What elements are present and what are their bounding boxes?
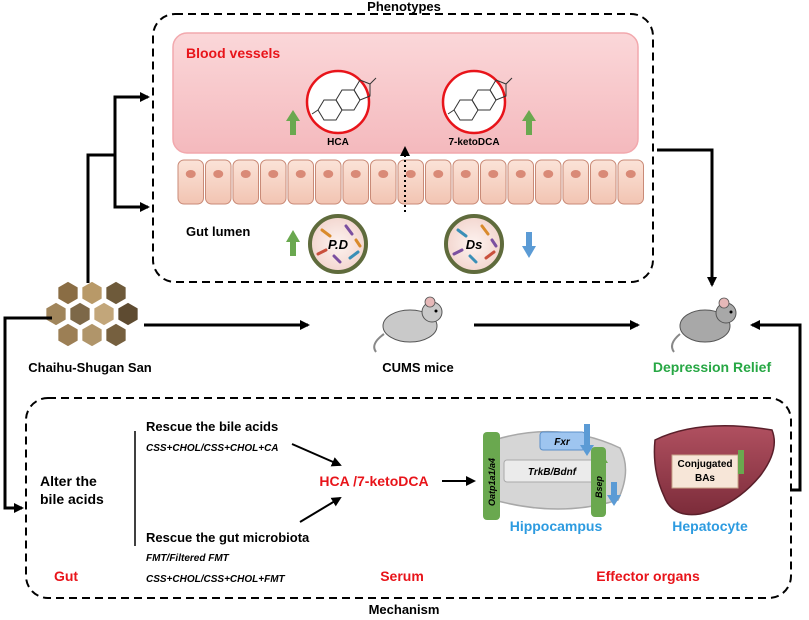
cell-nucleus xyxy=(433,170,444,178)
cell-nucleus xyxy=(625,170,636,178)
gut-lumen-label: Gut lumen xyxy=(186,224,250,239)
rescue-gm-sub1: FMT/Filtered FMT xyxy=(146,553,230,564)
cell-nucleus xyxy=(213,170,224,178)
phenotypes-title: Phenotypes xyxy=(367,0,441,14)
epithelial-cell xyxy=(232,159,259,205)
herb-hexagon xyxy=(104,322,128,348)
herb-hexagon xyxy=(68,301,92,327)
rescue-ba-sub: CSS+CHOL/CSS+CHOL+CA xyxy=(146,443,279,454)
herb-hexagon xyxy=(44,301,68,327)
bsep-label: Bsep xyxy=(594,475,604,498)
epithelial-cell xyxy=(397,159,424,205)
conjugated-label-line2: BAs xyxy=(695,473,715,484)
cell-nucleus xyxy=(350,170,361,178)
epithelial-cell xyxy=(287,159,314,205)
hepatocyte-label: Hepatocyte xyxy=(672,518,748,534)
cums-mouse-icon xyxy=(373,296,443,353)
herb-hexagon xyxy=(116,301,140,327)
fxr-label: Fxr xyxy=(554,437,571,448)
cell-nucleus xyxy=(323,170,334,178)
cell-nucleus xyxy=(515,170,526,178)
herb-hexagon xyxy=(80,322,104,348)
trkb-label: TrkB/Bdnf xyxy=(528,467,578,478)
phenotypes-panel xyxy=(152,13,654,283)
gut-category-label: Gut xyxy=(54,568,78,584)
rescue-gm-sub2: CSS+CHOL/CSS+CHOL+FMT xyxy=(146,574,286,585)
epithelial-cell xyxy=(535,159,562,205)
ketodca-up-arrow-icon xyxy=(522,110,536,135)
cell-nucleus xyxy=(378,170,389,178)
herb-hexagon xyxy=(80,280,104,306)
ds-down-arrow-icon xyxy=(522,232,536,258)
ds-label: Ds xyxy=(466,237,483,252)
epithelial-cell xyxy=(177,159,204,205)
epithelial-cell xyxy=(425,159,452,205)
oatp-label: Oatp1a1/a4 xyxy=(487,458,497,506)
cell-nucleus xyxy=(570,170,581,178)
herb-hexagon xyxy=(92,301,116,327)
herb-to-phenotype-connector xyxy=(86,153,115,283)
connector-to-lumen xyxy=(113,155,150,212)
pd-up-arrow-icon xyxy=(286,230,300,256)
herb-hexagon xyxy=(104,280,128,306)
mechanism-title: Mechanism xyxy=(369,602,440,617)
phenotype-to-relief-connector xyxy=(657,148,717,287)
cell-nucleus xyxy=(488,170,499,178)
epithelial-cell xyxy=(205,159,232,205)
hca-molecule xyxy=(305,69,377,135)
epithelial-cell xyxy=(370,159,397,205)
mechanism-to-relief-connector xyxy=(750,320,802,492)
conjugated-label-line1: Conjugated xyxy=(678,459,733,470)
herb-to-mechanism-connector xyxy=(3,316,52,513)
epithelial-cell xyxy=(260,159,287,205)
epithelial-cell xyxy=(562,159,589,205)
alter-label-line1: Alter the xyxy=(40,473,97,489)
epithelial-cell xyxy=(480,159,507,205)
cell-nucleus xyxy=(543,170,554,178)
rescue-ba-title: Rescue the bile acids xyxy=(146,419,278,434)
herb-hexagon xyxy=(56,322,80,348)
relief-label: Depression Relief xyxy=(653,359,772,375)
gut-epithelium xyxy=(177,159,644,205)
epithelial-cell xyxy=(590,159,617,205)
connector-to-vessel xyxy=(113,92,150,155)
blood-vessels-label: Blood vessels xyxy=(186,45,280,61)
cell-nucleus xyxy=(405,170,416,178)
cell-nucleus xyxy=(460,170,471,178)
ketodca-label: 7-ketoDCA xyxy=(448,137,499,148)
epithelial-cell xyxy=(507,159,534,205)
epithelial-cell xyxy=(452,159,479,205)
epithelial-cell xyxy=(617,159,644,205)
ketodca-molecule xyxy=(441,69,513,135)
ba-to-serum-arrow xyxy=(291,443,342,467)
herb-hexagon xyxy=(56,280,80,306)
epithelial-cell xyxy=(342,159,369,205)
cell-nucleus xyxy=(295,170,306,178)
cell-nucleus xyxy=(185,170,196,178)
hca-up-arrow-icon xyxy=(286,110,300,135)
cell-nucleus xyxy=(240,170,251,178)
alter-label-line2: bile acids xyxy=(40,491,104,507)
serum-center-label: HCA /7-ketoDCA xyxy=(319,473,428,489)
serum-category-label: Serum xyxy=(380,568,424,584)
cell-nucleus xyxy=(268,170,279,178)
gm-to-serum-arrow xyxy=(299,496,342,523)
cell-nucleus xyxy=(598,170,609,178)
liver-icon xyxy=(653,425,775,516)
epithelial-cell xyxy=(315,159,342,205)
cums-label: CUMS mice xyxy=(382,360,454,375)
herb-hexagon-icon xyxy=(44,280,140,348)
pd-bacteria-icon xyxy=(308,214,368,274)
effector-category-label: Effector organs xyxy=(596,568,700,584)
rescue-gm-title: Rescue the gut microbiota xyxy=(146,530,310,545)
herb-label: Chaihu-Shugan San xyxy=(28,360,152,375)
hippocampus-icon xyxy=(483,424,627,520)
relief-mouse-icon xyxy=(671,297,737,353)
pd-label: P.D xyxy=(328,237,349,252)
hca-label: HCA xyxy=(327,137,349,148)
ds-bacteria-icon xyxy=(444,214,504,274)
mechanism-panel xyxy=(25,397,792,599)
hippocampus-label: Hippocampus xyxy=(510,518,603,534)
